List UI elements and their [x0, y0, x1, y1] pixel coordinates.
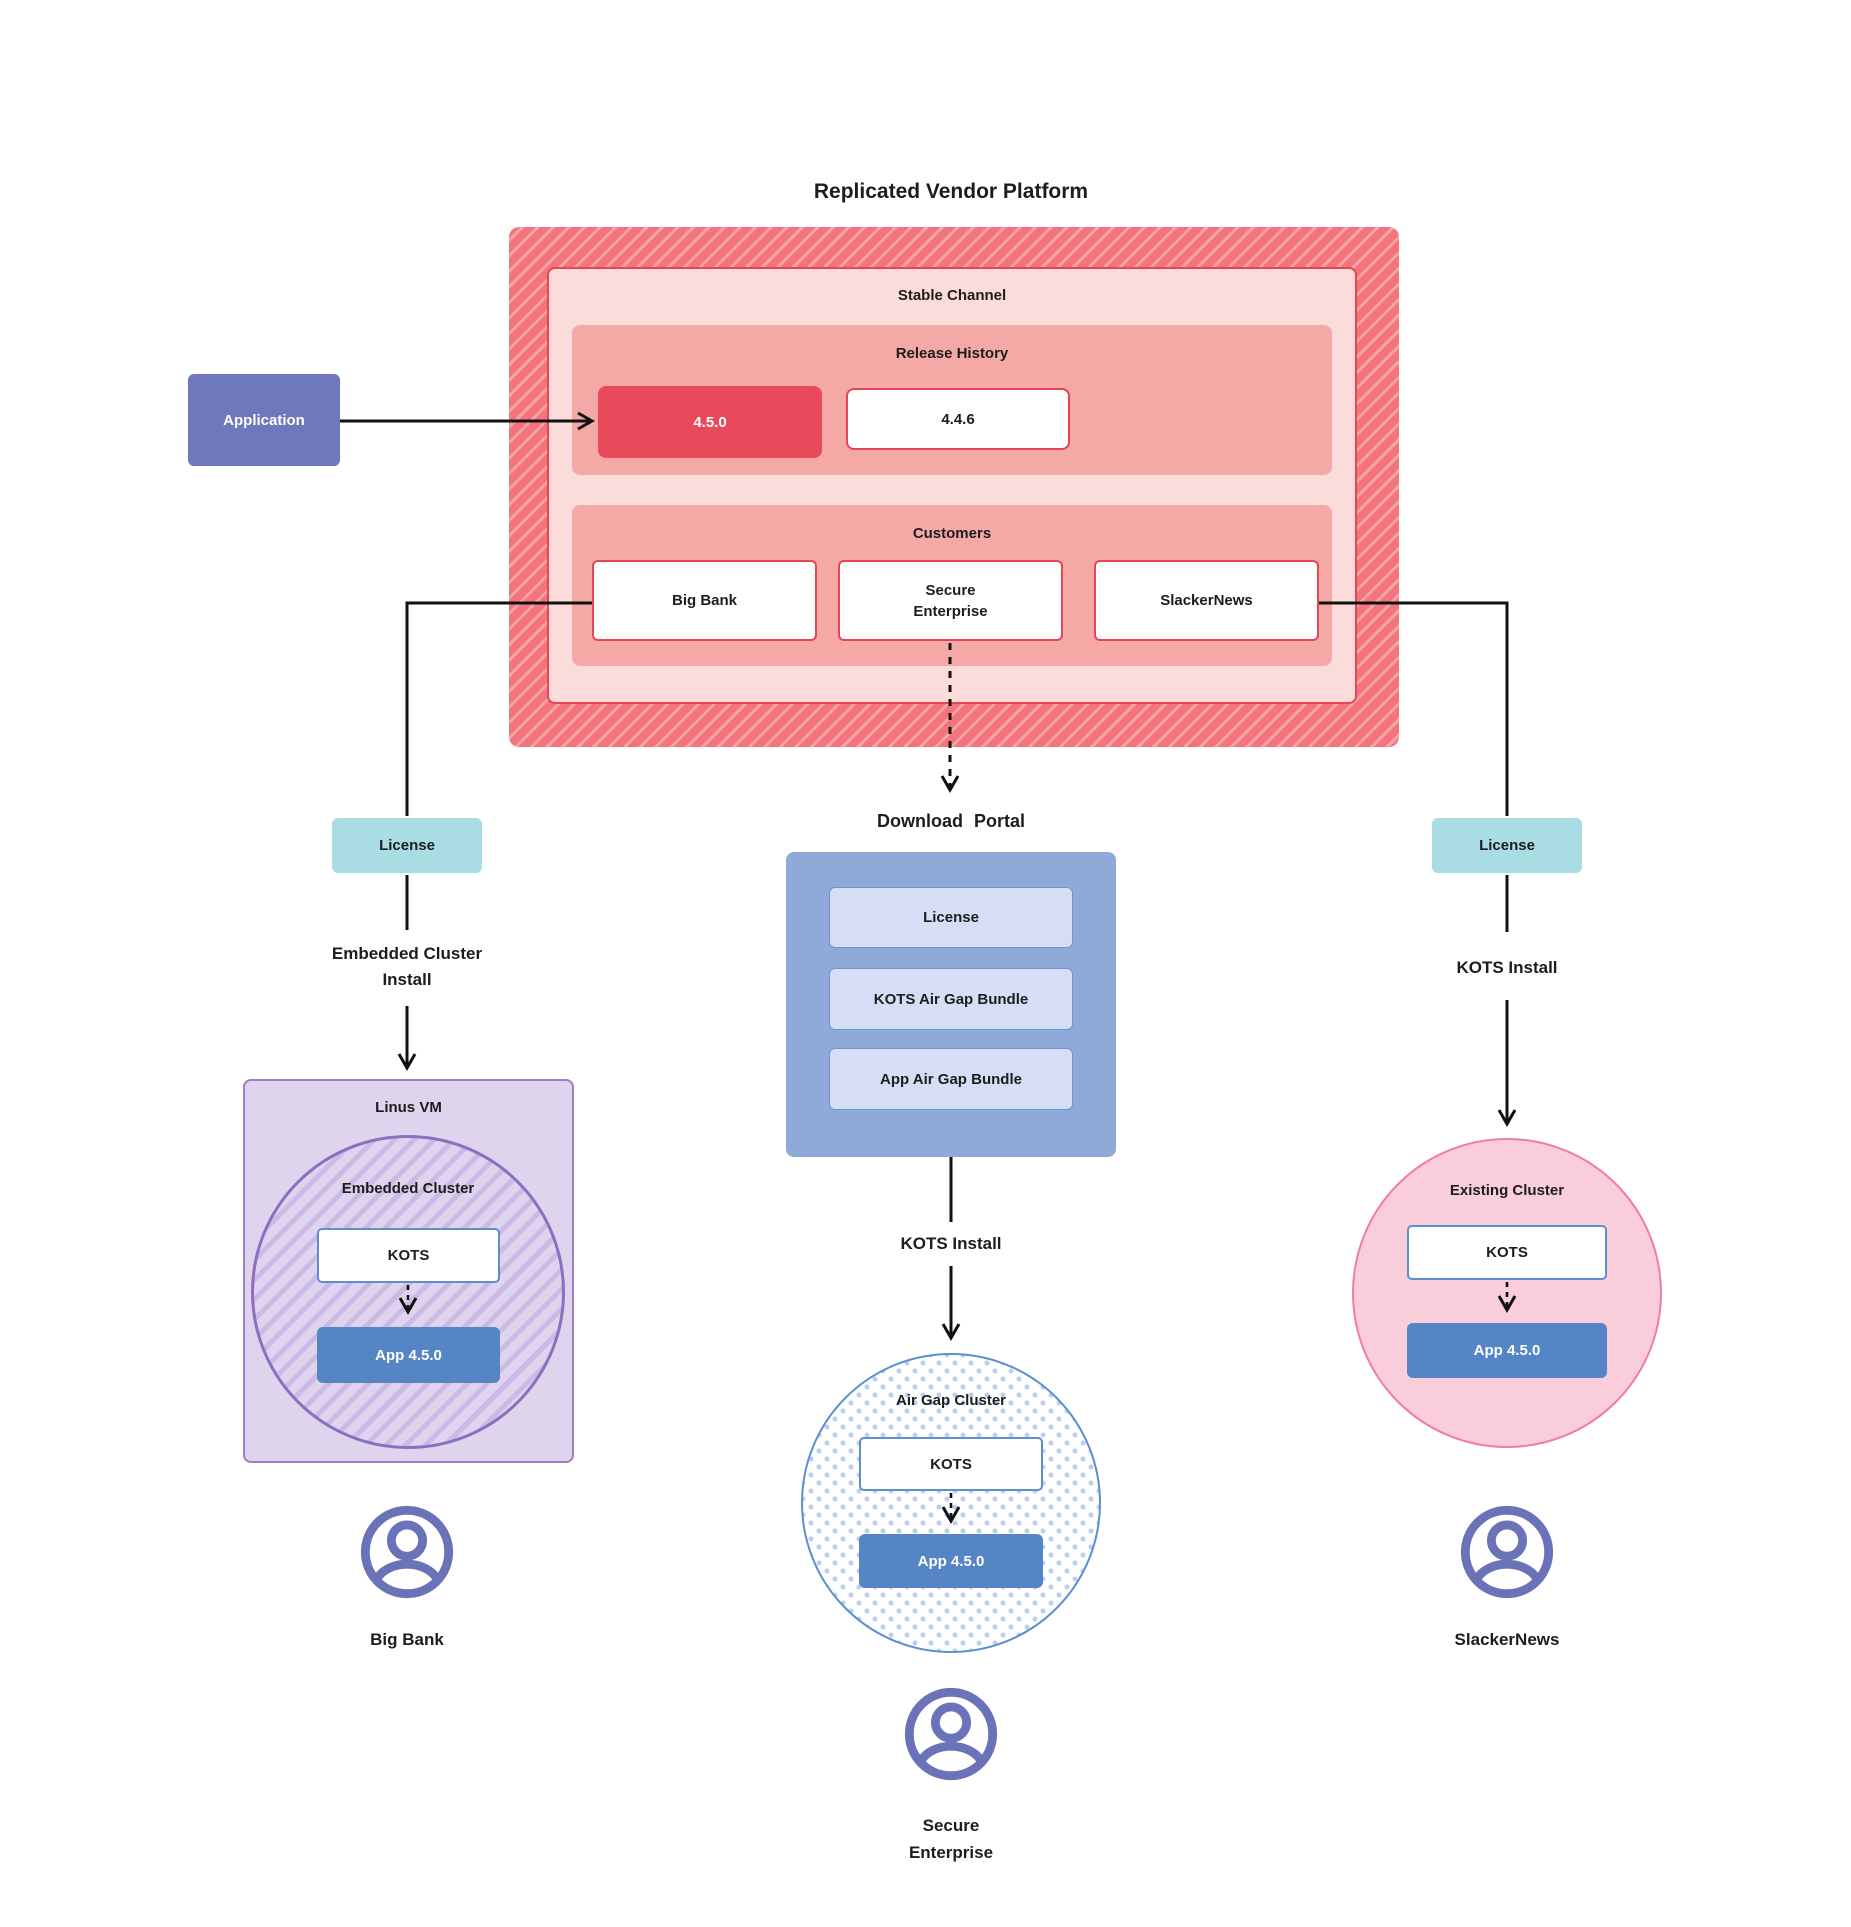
user-icon [904, 1687, 998, 1781]
user-icon [360, 1505, 454, 1599]
app-node-middle: App 4.5.0 [859, 1534, 1043, 1588]
customers-label: Customers [912, 525, 992, 542]
user-label-slackernews: SlackerNews [1454, 1630, 1560, 1649]
app-node-left: App 4.5.0 [317, 1327, 500, 1383]
release-4-4-6: 4.4.6 [846, 388, 1070, 450]
page-title: Replicated Vendor Platform [813, 180, 1089, 203]
customer-secure-enterprise: Secure Enterprise [838, 560, 1063, 641]
kots-install-label-middle: KOTS Install [900, 1234, 1002, 1253]
user-label-big-bank: Big Bank [370, 1630, 444, 1649]
portal-item-license: License [829, 887, 1073, 948]
user-icon [1460, 1505, 1554, 1599]
portal-item-app-airgap-bundle: App Air Gap Bundle [829, 1048, 1073, 1110]
customer-slackernews: SlackerNews [1094, 560, 1319, 641]
portal-item-kots-airgap-bundle: KOTS Air Gap Bundle [829, 968, 1073, 1030]
embedded-cluster-circle [251, 1135, 565, 1449]
embedded-cluster-install-label: Embedded Cluster Install [331, 944, 483, 990]
license-node-left: License [332, 818, 482, 873]
linus-vm-label: Linus VM [375, 1099, 442, 1116]
air-gap-cluster-label: Air Gap Cluster [895, 1392, 1007, 1409]
release-4-5-0: 4.5.0 [598, 386, 822, 458]
app-node-right: App 4.5.0 [1407, 1323, 1607, 1378]
user-label-secure-enterprise: Secure Enterprise [908, 1816, 994, 1863]
embedded-cluster-label: Embedded Cluster [341, 1180, 475, 1197]
license-node-right: License [1432, 818, 1582, 873]
customer-big-bank: Big Bank [592, 560, 817, 641]
download-portal-label: Download Portal [876, 811, 1025, 831]
application-node: Application [188, 374, 340, 466]
kots-node-middle: KOTS [859, 1437, 1043, 1491]
release-history-label: Release History [895, 345, 1009, 362]
kots-node-right: KOTS [1407, 1225, 1607, 1280]
existing-cluster-label: Existing Cluster [1449, 1182, 1565, 1199]
stable-channel-label: Stable Channel [897, 287, 1007, 304]
kots-install-label-right: KOTS Install [1456, 958, 1558, 977]
kots-node-left: KOTS [317, 1228, 500, 1283]
